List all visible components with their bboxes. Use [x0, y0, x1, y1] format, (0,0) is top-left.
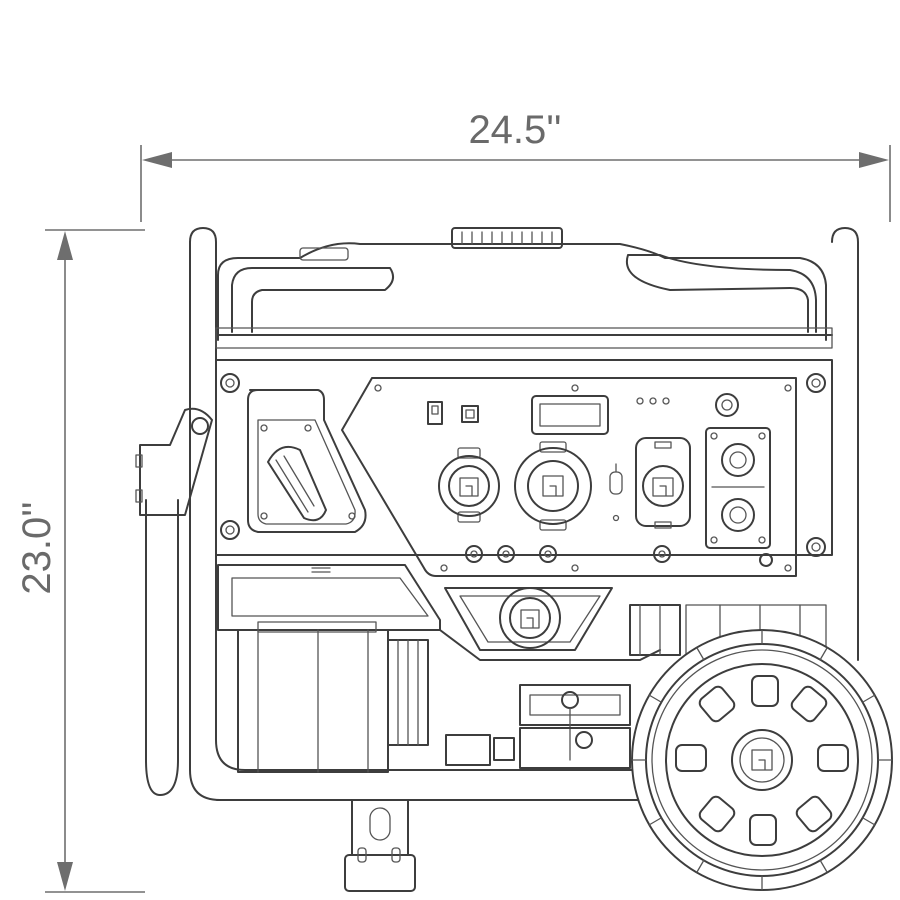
folding-handle	[135, 407, 213, 796]
handle-pivot-bolt	[191, 417, 209, 435]
indicator-light-1	[636, 397, 644, 405]
eco-switch[interactable]	[461, 405, 479, 423]
support-foot	[344, 799, 416, 892]
breaker-2[interactable]	[497, 545, 515, 563]
frame	[189, 227, 859, 801]
engine-block	[439, 604, 827, 769]
outlet-twist-lock[interactable]	[635, 437, 691, 529]
control-panel	[215, 359, 833, 577]
outlet-50a[interactable]	[514, 441, 592, 531]
width-dimension: 24.5''	[140, 108, 891, 222]
fuel-cap	[451, 227, 563, 249]
breaker-4[interactable]	[653, 545, 671, 563]
indicator-light-3	[662, 397, 670, 405]
fuel-selector-knob[interactable]	[267, 446, 327, 522]
height-dimension: 23.0''	[15, 229, 145, 893]
engine-switch[interactable]	[427, 401, 443, 425]
breaker-3[interactable]	[539, 545, 557, 563]
height-arrow-bottom	[57, 862, 73, 891]
alternator-housing	[217, 564, 441, 773]
height-arrow-top	[57, 231, 73, 260]
outlet-30a[interactable]	[438, 447, 500, 523]
ground-terminal[interactable]	[715, 393, 739, 417]
width-arrow-right	[859, 152, 889, 168]
recoil-start[interactable]	[444, 587, 613, 651]
width-label: 24.5''	[468, 108, 561, 152]
width-arrow-left	[142, 152, 172, 168]
wheel	[631, 629, 893, 891]
dc-connector[interactable]	[609, 463, 623, 522]
indicator-light-2	[649, 397, 657, 405]
digital-display	[531, 395, 609, 435]
fuel-selector-housing	[247, 389, 367, 533]
fuel-tank	[215, 227, 833, 349]
breaker-1[interactable]	[465, 545, 483, 563]
height-label: 23.0''	[15, 501, 59, 594]
fuel-gauge	[299, 247, 349, 261]
duplex-outlet[interactable]	[705, 427, 771, 549]
